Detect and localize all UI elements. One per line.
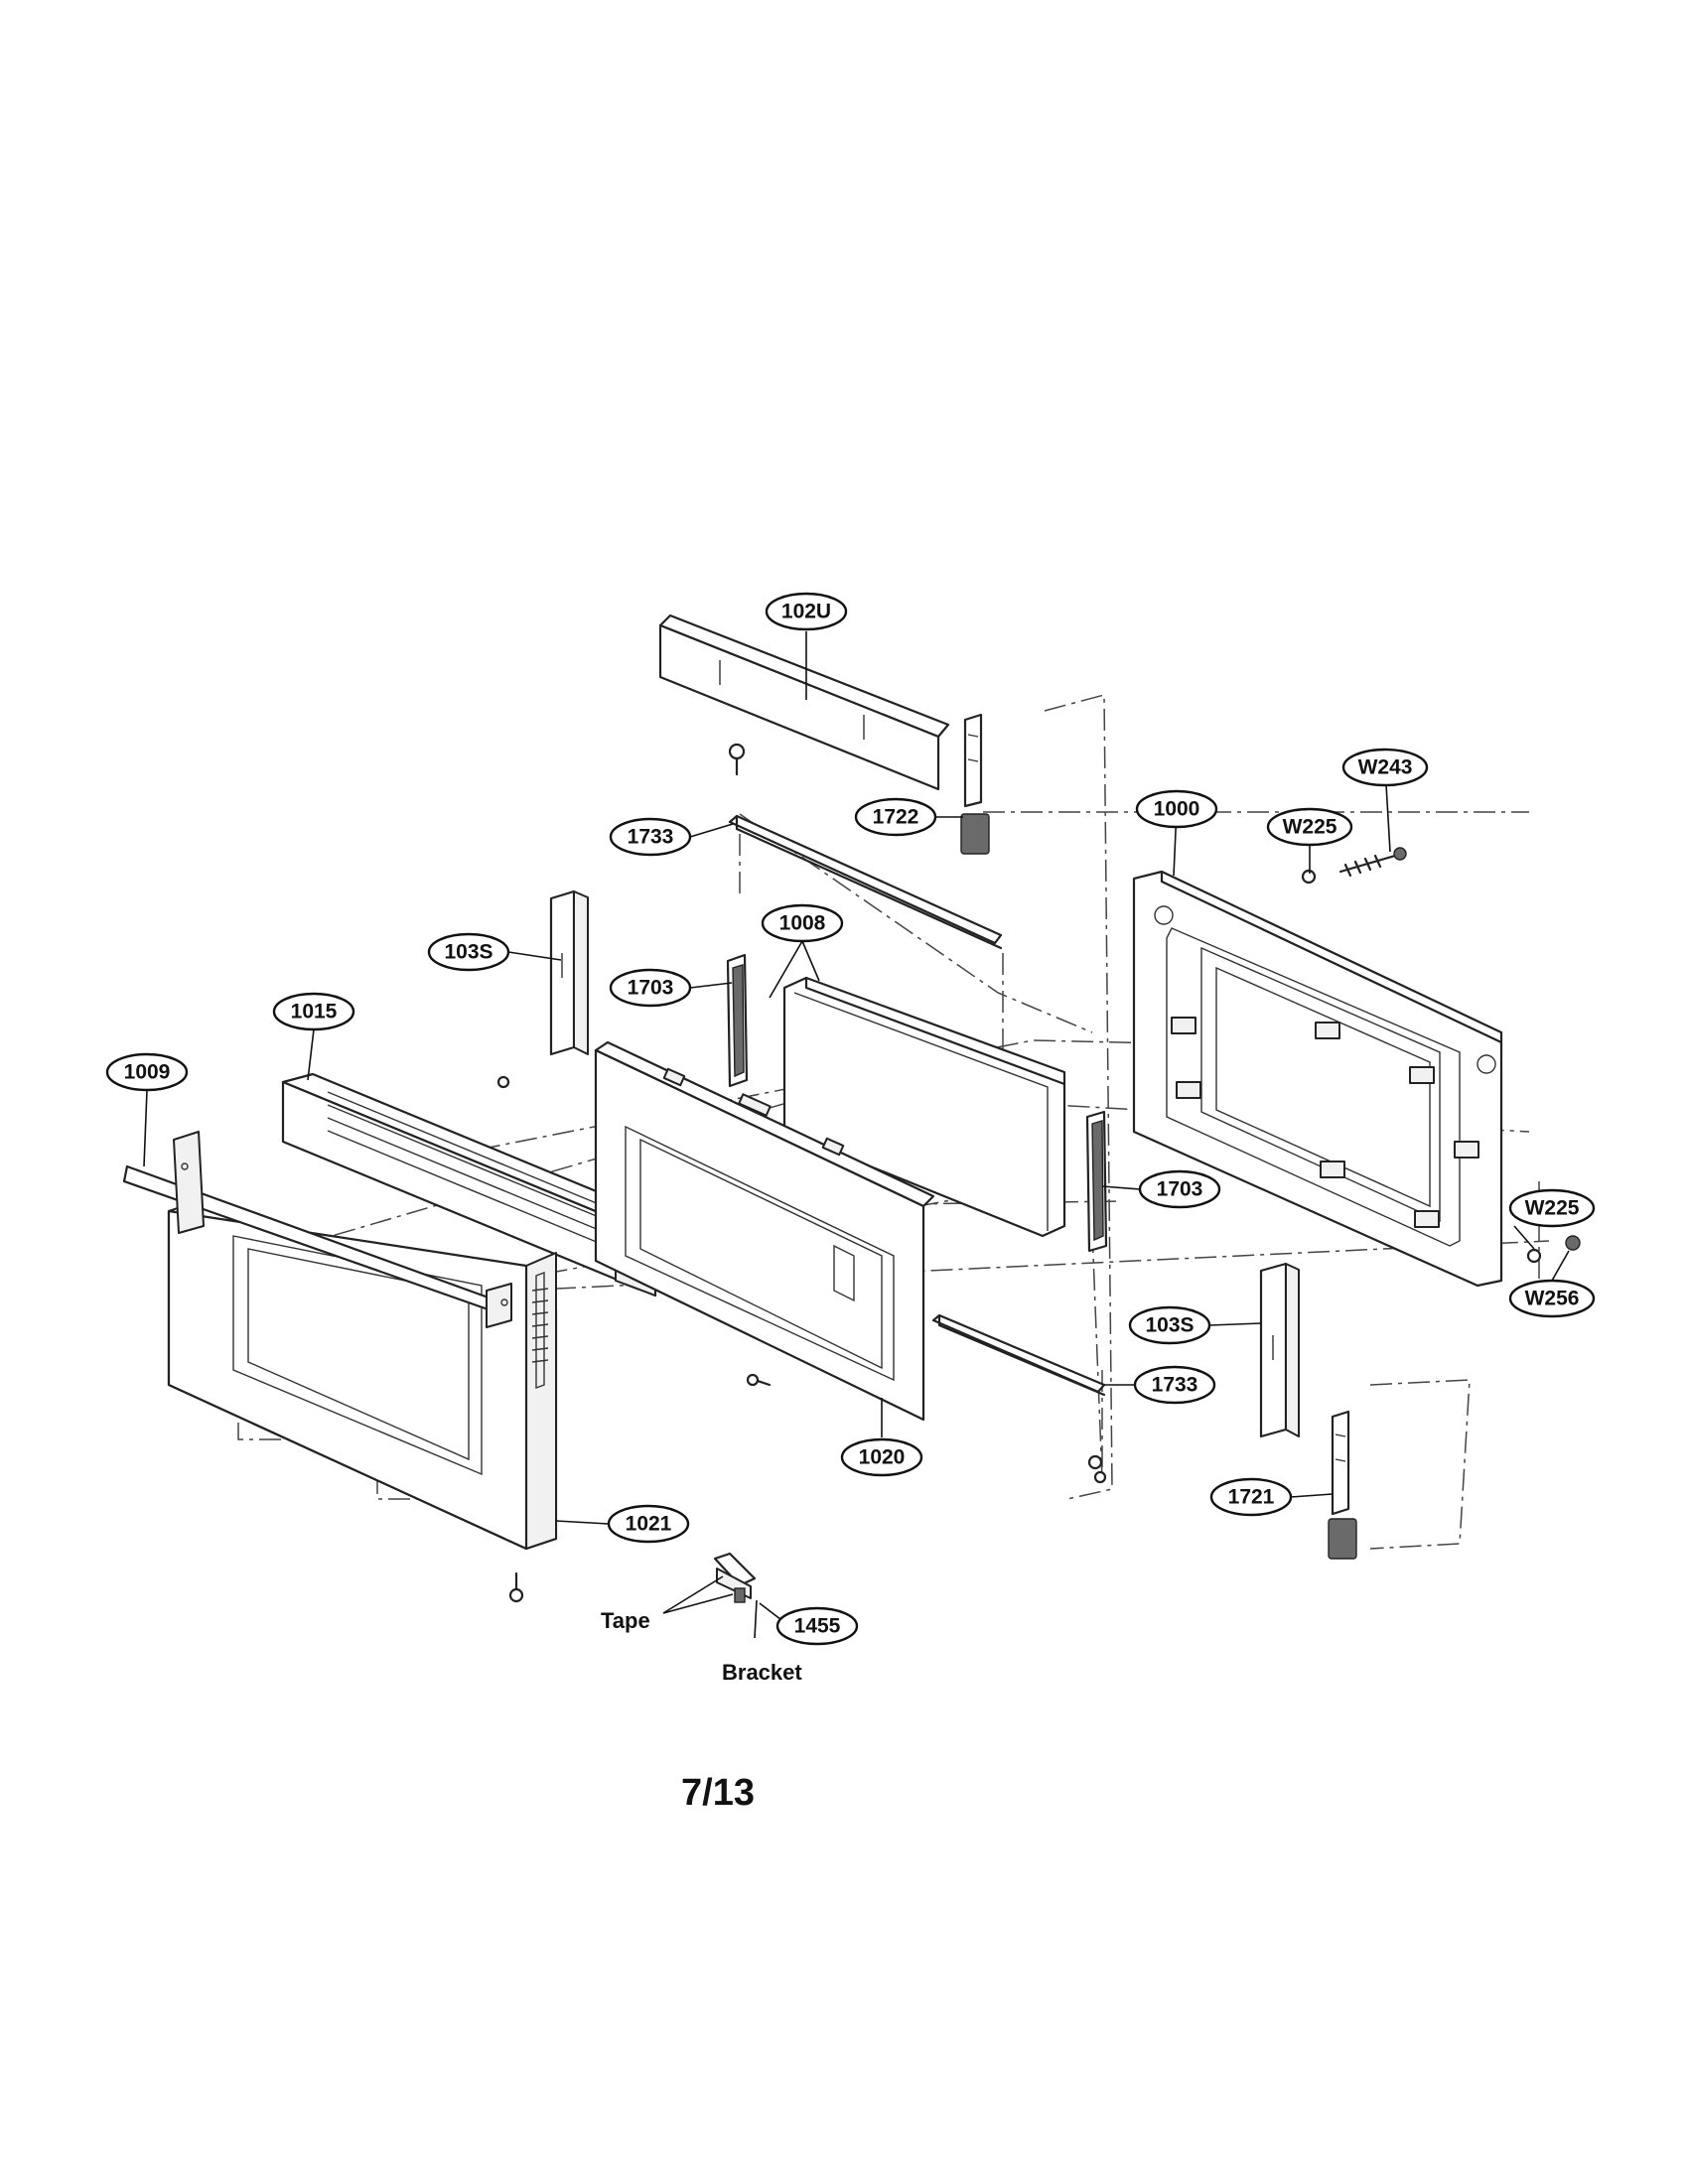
part-1015-vent-trim [281,1072,682,1297]
callout-leaders [143,631,1570,1627]
callout-103s-upper: 103S [427,932,510,972]
part-1009-door-handle [122,1131,512,1328]
callout-1000: 1000 [1135,789,1218,829]
frame-clips [1171,1017,1479,1228]
part-1703-lower-strip [1085,1110,1108,1253]
part-w225-washer-upper [1301,869,1317,885]
svg-text:W256: W256 [1525,1288,1580,1310]
callout-1733-upper: 1733 [609,817,692,857]
callout-1703-lower: 1703 [1138,1169,1221,1209]
part-w243-screw [1338,847,1407,878]
part-1703-upper-strip [726,953,749,1088]
svg-text:1008: 1008 [779,912,826,935]
part-103s-upper-block [549,889,589,1056]
svg-text:1703: 1703 [628,977,674,1000]
part-1722-upper-hinge [960,713,990,855]
svg-text:1722: 1722 [873,806,919,829]
part-1008-glass-panel [782,976,1066,1238]
part-1733-lower-rail [931,1313,1106,1470]
callout-w225-upper: W225 [1266,807,1353,847]
callout-w225-lower: W225 [1508,1188,1596,1228]
callout-1733-lower: 1733 [1133,1365,1216,1405]
loose-screws [496,1075,1107,1603]
part-w256-screw [1565,1235,1581,1251]
part-w225-washer-lower [1526,1248,1542,1264]
part-102u-top-trim [658,614,950,791]
callout-w243: W243 [1341,748,1429,787]
page-number: 7/13 [681,1772,755,1814]
svg-text:1703: 1703 [1157,1178,1203,1201]
svg-text:1000: 1000 [1154,798,1200,821]
callout-1009: 1009 [105,1052,189,1092]
tape-label: Tape [601,1608,650,1633]
part-1455-bracket [713,1552,757,1603]
part-1020-door-liner [594,1040,935,1422]
callout-1721: 1721 [1209,1477,1293,1517]
part-103s-lower-block [1259,1262,1300,1438]
svg-text:1455: 1455 [794,1615,841,1638]
callout-1015: 1015 [272,992,355,1031]
svg-text:103S: 103S [444,941,492,964]
callout-1722: 1722 [854,797,937,837]
callout-103s-lower: 103S [1128,1305,1211,1345]
svg-text:1021: 1021 [626,1513,672,1536]
svg-text:102U: 102U [781,601,831,623]
callout-w256: W256 [1508,1279,1596,1318]
svg-text:W225: W225 [1525,1197,1580,1220]
part-1721-lower-hinge [1328,1410,1357,1560]
callout-102u: 102U [765,592,848,631]
svg-text:W243: W243 [1358,756,1413,779]
callout-1455: 1455 [775,1606,859,1646]
tape-arrows [662,1575,758,1639]
svg-text:103S: 103S [1145,1314,1194,1337]
part-1733-upper-rail [728,743,1003,950]
callout-1021: 1021 [607,1504,690,1544]
part-1000-inner-frame [1132,870,1503,1288]
svg-text:1009: 1009 [124,1061,171,1084]
svg-text:1015: 1015 [291,1001,338,1024]
callout-1008: 1008 [761,903,844,943]
callout-1020: 1020 [840,1437,923,1477]
svg-text:1733: 1733 [1152,1374,1198,1397]
callout-1703-upper: 1703 [609,968,692,1008]
bracket-label: Bracket [722,1660,802,1685]
svg-text:1733: 1733 [628,826,674,849]
svg-text:W225: W225 [1283,816,1337,839]
svg-text:1721: 1721 [1228,1486,1275,1509]
svg-text:1020: 1020 [859,1446,906,1469]
